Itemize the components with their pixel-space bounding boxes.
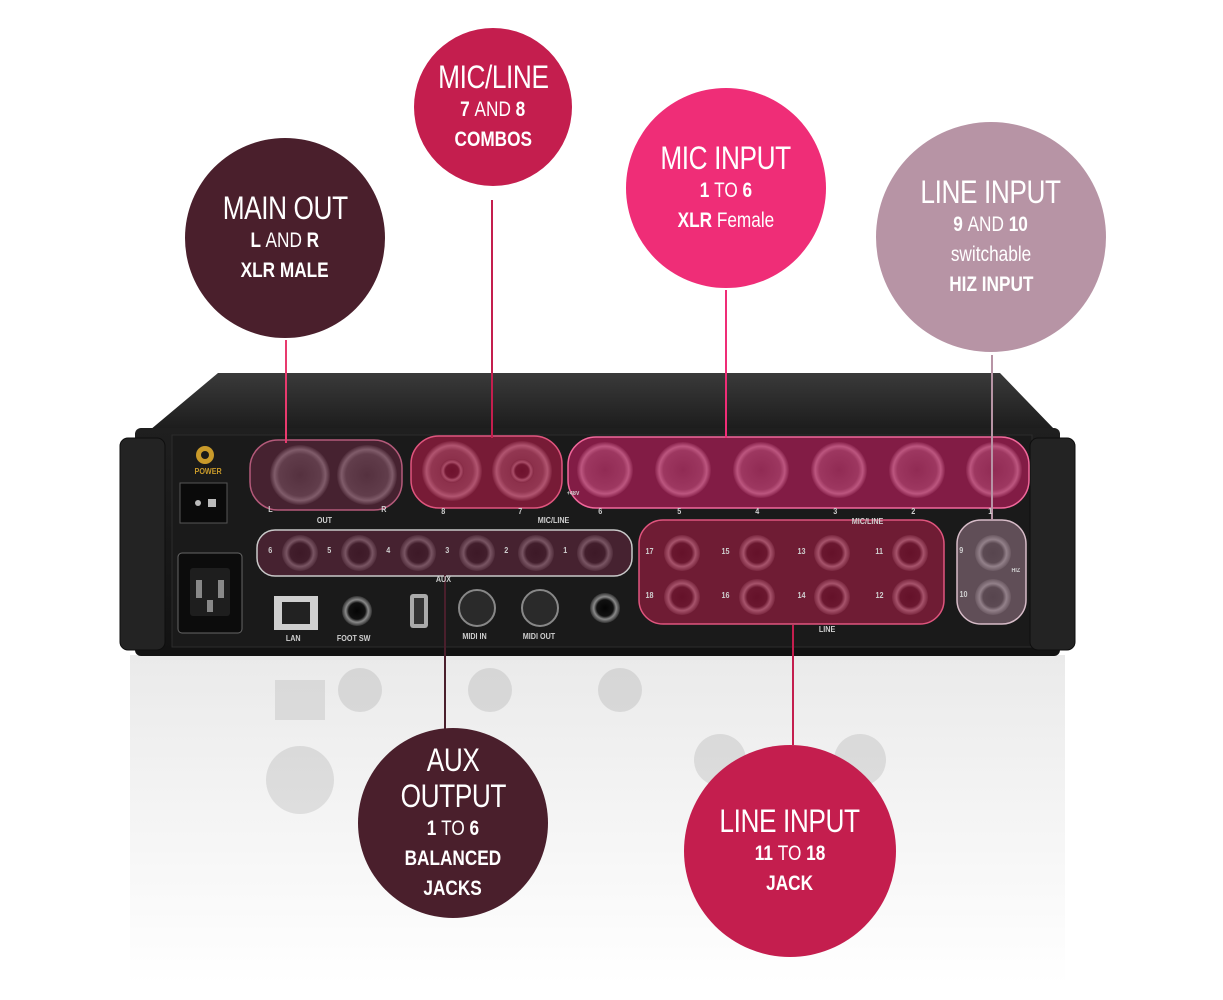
callout-aux-title-1: AUX bbox=[426, 742, 480, 778]
callout-combos-type: COMBOS bbox=[454, 128, 532, 151]
callout-line-9-10-switchable: switchable bbox=[950, 243, 1032, 266]
callout-line-11-18-channels: 11 TO 18 bbox=[754, 842, 826, 865]
device-reflection bbox=[130, 655, 1065, 985]
reflection-details bbox=[266, 668, 886, 814]
callout-main-out-channels: L AND R bbox=[250, 229, 320, 252]
callout-combos-title: MIC/LINE bbox=[437, 59, 549, 95]
callout-line-11-18-type: JACK bbox=[766, 872, 814, 895]
highlight-main-out bbox=[249, 439, 403, 511]
left-handle bbox=[119, 437, 166, 651]
label-hiz-9: 9 bbox=[959, 546, 964, 555]
callout-line-input-9-10: LINE INPUT 9 AND 10 switchable HIZ INPUT bbox=[876, 122, 1106, 352]
label-aux-5: 5 bbox=[327, 546, 332, 555]
callout-line-input-11-18: LINE INPUT 11 TO 18 JACK bbox=[684, 745, 896, 957]
label-hiz: HIZ bbox=[1011, 568, 1021, 574]
callout-mic-input-channels: 1 TO 6 bbox=[699, 179, 753, 202]
callout-main-out: MAIN OUT L AND R XLR MALE bbox=[185, 138, 385, 338]
label-xlr-4: 4 bbox=[755, 507, 760, 516]
label-mic-line: MIC/LINE bbox=[537, 516, 570, 525]
callout-aux-output: AUX OUTPUT 1 TO 6 BALANCED JACKS bbox=[358, 728, 548, 918]
label-xlr-5: 5 bbox=[677, 507, 682, 516]
callout-combos-channels: 7 AND 8 bbox=[460, 98, 526, 121]
callout-mic-input-title: MIC INPUT bbox=[660, 140, 792, 176]
label-out-l: L bbox=[268, 505, 273, 514]
headphones-jack bbox=[590, 593, 620, 623]
highlight-line-11-18 bbox=[638, 519, 945, 625]
callout-line-9-10-channels: 9 AND 10 bbox=[953, 213, 1029, 236]
label-midi-in: MIDI IN bbox=[462, 632, 487, 641]
callout-line-9-10-title: LINE INPUT bbox=[920, 174, 1062, 210]
highlight-mic-input bbox=[567, 436, 1030, 509]
label-line-15: 15 bbox=[721, 547, 730, 556]
label-foot-sw: FOOT SW bbox=[336, 634, 371, 643]
label-midi-out: MIDI OUT bbox=[522, 632, 556, 641]
label-xlr-6: 6 bbox=[598, 507, 603, 516]
label-power: POWER bbox=[194, 467, 222, 476]
label-out: OUT bbox=[316, 516, 333, 525]
label-xlr-1: 1 bbox=[988, 507, 993, 516]
label-aux-4: 4 bbox=[386, 546, 391, 555]
callout-line-9-10-type: HIZ INPUT bbox=[948, 273, 1034, 296]
label-lan: LAN bbox=[285, 634, 301, 643]
callout-mic-line-combos: MIC/LINE 7 AND 8 COMBOS bbox=[414, 28, 572, 186]
callout-aux-type-1: BALANCED bbox=[404, 847, 502, 870]
highlight-combos bbox=[410, 435, 563, 509]
callout-line-11-18-title: LINE INPUT bbox=[719, 803, 861, 839]
label-combo-7: 7 bbox=[518, 507, 523, 516]
callout-aux-channels: 1 TO 6 bbox=[426, 817, 480, 840]
right-handle bbox=[1029, 437, 1076, 651]
callout-aux-type-2: JACKS bbox=[423, 877, 483, 900]
label-mic-line-right: MIC/LINE bbox=[851, 517, 884, 526]
power-switch bbox=[179, 482, 228, 524]
label-aux-1: 1 bbox=[563, 546, 568, 555]
label-line-17: 17 bbox=[645, 547, 654, 556]
label-combo-8: 8 bbox=[441, 507, 446, 516]
label-line: LINE bbox=[818, 625, 836, 634]
label-hiz-10: 10 bbox=[959, 590, 968, 599]
callout-mic-input-type: XLR Female bbox=[677, 209, 775, 232]
label-aux-3: 3 bbox=[445, 546, 450, 555]
device-top-lid bbox=[150, 373, 1055, 430]
callout-main-out-type: XLR MALE bbox=[240, 259, 329, 282]
label-line-12: 12 bbox=[875, 591, 884, 600]
label-aux-6: 6 bbox=[268, 546, 273, 555]
label-line-11: 11 bbox=[875, 547, 884, 556]
callout-aux-title-2: OUTPUT bbox=[400, 778, 506, 814]
foot-switch-jack bbox=[342, 596, 372, 626]
callout-main-out-title: MAIN OUT bbox=[222, 190, 348, 226]
label-line-13: 13 bbox=[797, 547, 806, 556]
label-xlr-2: 2 bbox=[911, 507, 916, 516]
label-xlr-3: 3 bbox=[833, 507, 838, 516]
label-aux: AUX bbox=[435, 575, 452, 584]
label-line-16: 16 bbox=[721, 591, 730, 600]
label-out-r: R bbox=[381, 505, 387, 514]
label-phantom: +48V bbox=[566, 491, 580, 497]
label-line-14: 14 bbox=[797, 591, 806, 600]
callout-mic-input: MIC INPUT 1 TO 6 XLR Female bbox=[626, 88, 826, 288]
label-aux-2: 2 bbox=[504, 546, 509, 555]
midi-out-port bbox=[521, 589, 559, 627]
midi-in-port bbox=[458, 589, 496, 627]
label-line-18: 18 bbox=[645, 591, 654, 600]
